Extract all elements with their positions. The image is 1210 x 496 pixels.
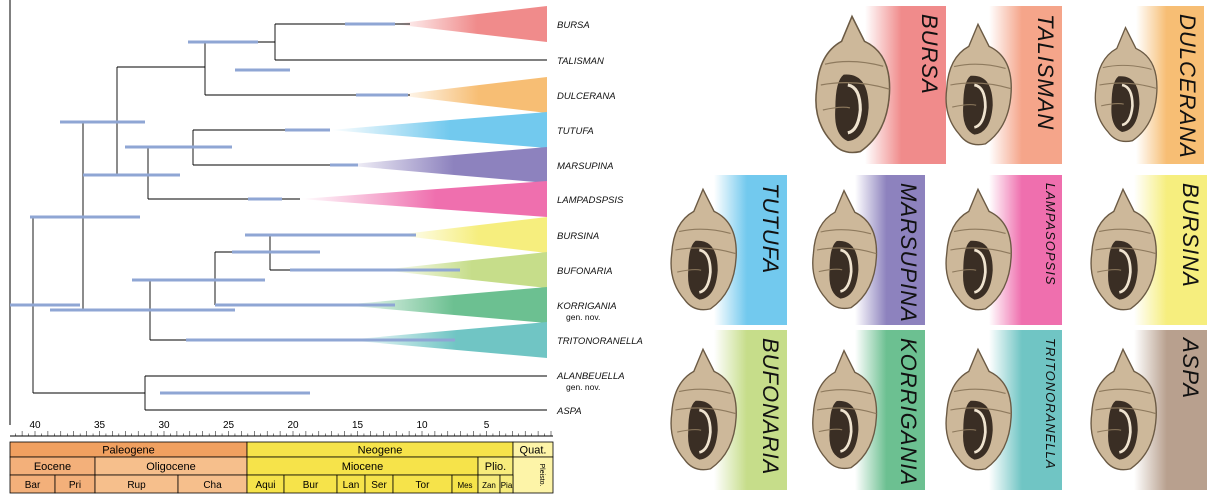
shell-panel: BURSINA [1075, 175, 1207, 325]
shell-panel: BUFONARIA [655, 330, 787, 490]
shell-image [932, 180, 1024, 320]
panel-label: MARSUPINA [895, 183, 921, 323]
shell-panel: KORRIGANIA [797, 330, 925, 490]
shell-image [932, 11, 1024, 159]
panel-label: TALISMAN [1032, 14, 1058, 130]
shell-panel: BURSA [798, 6, 946, 164]
shell-image [657, 180, 749, 320]
shell-panel: ASPA [1075, 330, 1207, 490]
shell-panel: TALISMAN [930, 6, 1062, 164]
shell-image [1077, 180, 1169, 320]
panel-label: TRITONORANELLA [1043, 338, 1058, 470]
shell-image [800, 11, 904, 159]
shell-image [799, 335, 889, 485]
shell-panel: LAMPASOPSIS [930, 175, 1062, 325]
shell-image [799, 180, 889, 320]
shell-panel: DULCERANA [1080, 6, 1204, 164]
shell-image [657, 335, 749, 485]
shell-panel: TUTUFA [655, 175, 787, 325]
shell-image [1082, 11, 1169, 159]
panel-label: ASPA [1177, 338, 1203, 399]
panel-label: LAMPASOPSIS [1043, 183, 1058, 286]
panel-label: BURSINA [1177, 183, 1203, 288]
shell-image [932, 335, 1024, 485]
panel-label: TUTUFA [757, 183, 783, 274]
shell-panel: MARSUPINA [797, 175, 925, 325]
shell-image [1077, 335, 1169, 485]
shell-panel: TRITONORANELLA [930, 330, 1062, 490]
panel-label: BUFONARIA [757, 338, 783, 475]
panel-label: DULCERANA [1174, 14, 1200, 159]
panel-label: KORRIGANIA [895, 338, 921, 486]
